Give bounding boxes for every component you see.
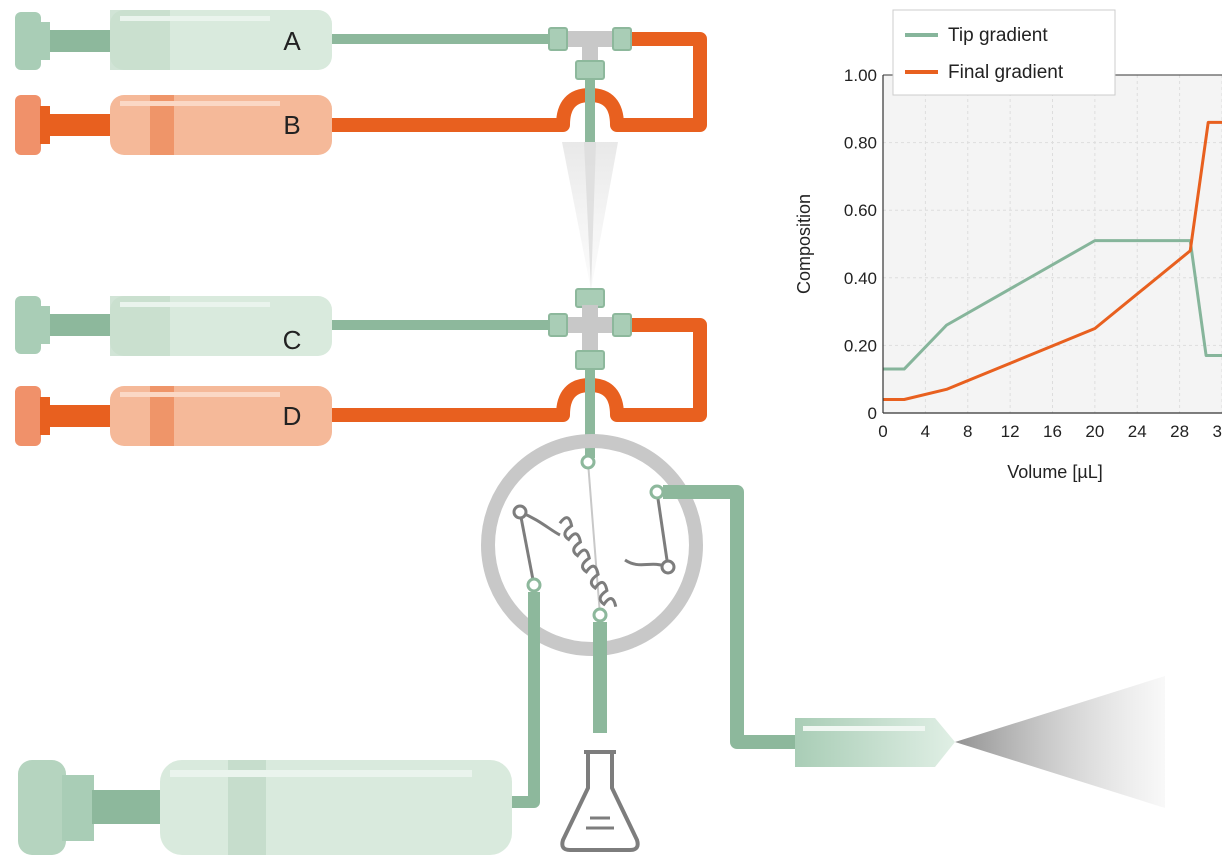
valve-ring [481, 434, 703, 656]
x-tick-label: 24 [1128, 422, 1147, 441]
series-line-final-gradient [883, 120, 1222, 401]
syringe-c-plunger-head [15, 296, 41, 354]
tube-to-nozzle [663, 485, 800, 749]
x-tick-labels: 0 4 8 12 16 20 24 28 32 [878, 422, 1222, 441]
sample-loop-coil-icon [558, 516, 618, 608]
lower-mixing-tee [332, 288, 707, 458]
x-tick-label: 20 [1085, 422, 1104, 441]
waste-flask-icon [560, 750, 640, 852]
chart-series [883, 120, 1222, 401]
fitting-bottom-lower [575, 350, 605, 370]
emitter-nozzle [795, 676, 1165, 808]
fitting-right-lower [612, 313, 632, 337]
syringe-d-label: D [283, 401, 302, 431]
syringe-b-plunger-head [15, 95, 41, 155]
emitter-body [795, 718, 955, 767]
x-tick-label: 32 [1213, 422, 1222, 441]
syringe-d: D [15, 386, 332, 446]
syringe-c: C [15, 296, 332, 356]
tube-to-pump [512, 592, 540, 808]
fitting-right [612, 27, 632, 51]
loading-syringe-plunger-rod [92, 790, 164, 824]
port-bottom [592, 607, 608, 623]
syringe-b: B [15, 95, 332, 155]
syringe-c-plunger-rod [50, 314, 112, 336]
x-axis-title: Volume [µL] [1007, 462, 1102, 482]
x-tick-label: 16 [1043, 422, 1062, 441]
port-top [580, 454, 596, 470]
injection-valve [481, 434, 703, 656]
syringe-b-plunger-rod [50, 114, 112, 136]
y-tick-label: 0.40 [844, 269, 877, 288]
tube-b [332, 32, 707, 132]
loading-syringe [18, 760, 512, 855]
port-right [649, 484, 665, 500]
y-tick-labels: 0 0.20 0.40 0.60 0.80 1.00 [844, 66, 877, 423]
legend-box [892, 9, 1116, 96]
syringe-a-plunger-head [15, 12, 41, 70]
upper-mixing-tee [332, 27, 707, 142]
fitting-left-lower [548, 313, 568, 337]
series-line-tip-gradient [883, 239, 1222, 371]
x-tick-label: 12 [1001, 422, 1020, 441]
x-tick-label: 8 [963, 422, 972, 441]
fitting-bottom [575, 60, 605, 80]
y-tick-label: 0.60 [844, 201, 877, 220]
fitting-top-lower [575, 288, 605, 308]
syringe-d-plunger-rod [50, 405, 112, 427]
x-tick-label: 28 [1170, 422, 1189, 441]
syringe-c-label: C [283, 325, 302, 355]
y-tick-label: 0 [868, 404, 877, 423]
chart-legend: Tip gradient Final gradient [892, 9, 1116, 96]
legend-label-tip: Tip gradient [948, 25, 1048, 46]
y-tick-label: 1.00 [844, 66, 877, 85]
tube-d [332, 318, 707, 422]
x-tick-label: 0 [878, 422, 887, 441]
spray-plume [955, 676, 1165, 808]
y-tick-label: 0.80 [844, 134, 877, 153]
gradient-chart: 0 4 8 12 16 20 24 28 32 0 0.20 0.40 0.60 0.80 1.00 Vo… [794, 9, 1222, 482]
y-tick-label: 0.20 [844, 336, 877, 355]
y-axis-title: Composition [794, 194, 814, 294]
syringe-a: A [15, 10, 332, 70]
syringe-a-plunger-rod [50, 30, 112, 52]
syringe-d-plunger-head [15, 386, 41, 446]
loading-syringe-plunger-head [18, 760, 66, 855]
syringe-b-label: B [283, 110, 300, 140]
x-tick-label: 4 [921, 422, 930, 441]
port-left [526, 577, 542, 593]
valve-axis [587, 461, 601, 616]
legend-label-final: Final gradient [948, 62, 1064, 83]
fitting-left [548, 27, 568, 51]
syringe-a-label: A [283, 26, 301, 56]
